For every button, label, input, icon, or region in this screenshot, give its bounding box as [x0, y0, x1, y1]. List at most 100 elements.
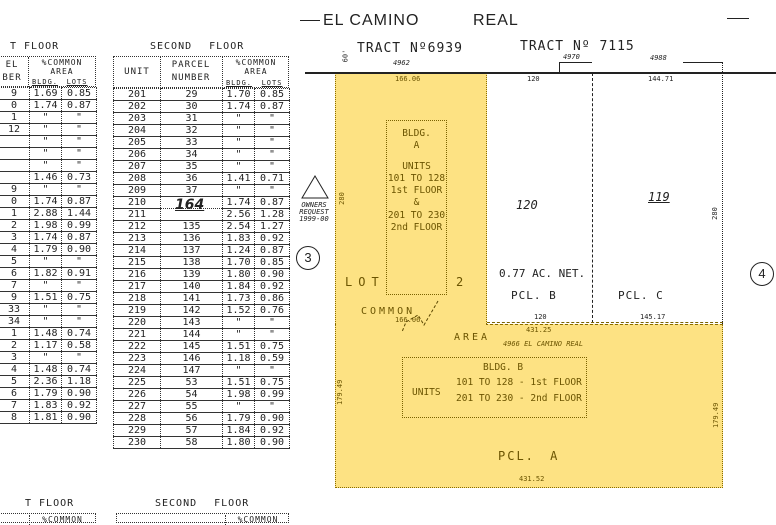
parcel-cell: 58 [160, 436, 223, 449]
bldg-pct-cell: 1.74 [222, 100, 255, 113]
parcel-cell: 6 [0, 267, 30, 280]
bldg-pct-cell: 1.51 [222, 376, 255, 389]
parcel-cell: 1 [0, 207, 30, 220]
parcel-cell: 137 [160, 244, 223, 257]
parcel-a-label[interactable]: PCL. A [498, 449, 560, 463]
bldg-pct-cell: 1.18 [222, 352, 255, 365]
parcel-cell: 33 [0, 303, 30, 316]
first-floor-header: EL BER %COMMON AREA BLDG. LOTS [0, 56, 96, 87]
road-name-right: REAL [473, 12, 519, 29]
bldg-pct-cell: 2.54 [222, 220, 255, 233]
bldg-pct-cell: " [29, 159, 62, 172]
parcel-cell: 7 [0, 279, 30, 292]
parcel-cell: 143 [160, 316, 223, 329]
lots-pct-cell: " [254, 112, 290, 125]
bldg-pct-cell: " [222, 160, 255, 173]
unit-cell: 226 [113, 388, 161, 401]
dim-top-lot: 166.06 [395, 75, 421, 83]
parcel-cell: 135 [160, 220, 223, 233]
lots-pct-cell: " [61, 183, 97, 196]
parcel-cell: 9 [0, 87, 30, 100]
bldg-pct-cell: 1.84 [222, 424, 255, 437]
parcel-cell: 4 [0, 243, 30, 256]
parcel-cell: 9 [0, 291, 30, 304]
lots-pct-cell: 0.87 [61, 231, 97, 244]
parcel-cell: 54 [160, 388, 223, 401]
address-4962: 4962 [393, 59, 410, 67]
area-label: AREA [454, 332, 491, 343]
bldg-pct-cell: 1.84 [222, 280, 255, 293]
unit-cell: 206 [113, 148, 161, 161]
parcel-cell: 141 [160, 292, 223, 305]
parcel-cell: 145 [160, 340, 223, 353]
bldg-header: BLDG. [31, 78, 59, 86]
lots-pct-cell: " [61, 315, 97, 328]
bottom-first-title: T FLOOR [25, 498, 75, 509]
parcel-c-label[interactable]: PCL. C [618, 289, 664, 302]
merged-parcel-number: 164 [175, 197, 205, 213]
parcel-cell: 0 [0, 99, 30, 112]
first-floor-title: T FLOOR [10, 41, 60, 52]
bldg-pct-cell: " [222, 316, 255, 329]
parcel-cell: 55 [160, 400, 223, 413]
parcel-cell: 5 [0, 375, 30, 388]
parcel-b-label[interactable]: PCL. B [511, 289, 557, 302]
lots-pct-cell: 0.90 [61, 387, 97, 400]
parcel-cell: 7 [0, 399, 30, 412]
lots-pct-cell: 0.71 [254, 172, 290, 185]
parcel-cell: 9 [0, 183, 30, 196]
map-reference-3[interactable]: 3 [296, 246, 320, 270]
parcel-cell: 53 [160, 376, 223, 389]
table-row: 12"" [0, 123, 97, 136]
lots-pct-cell: " [61, 135, 97, 148]
bldg-pct-cell: 1.79 [29, 243, 62, 256]
building-b-units: UNITS [412, 387, 441, 398]
map-reference-4[interactable]: 4 [750, 262, 774, 286]
bldg-pct-cell: 1.74 [29, 195, 62, 208]
lots-header: LOTS [66, 78, 88, 86]
parcel-a[interactable] [335, 324, 723, 488]
parcel-cell: 36 [160, 172, 223, 185]
table-row: 33"" [0, 303, 97, 316]
address-4966: 4966 EL CAMINO REAL [503, 340, 584, 348]
bldg-header: BLDG. [225, 79, 253, 87]
bldg-pct-cell: 1.74 [29, 231, 62, 244]
unit-header: UNIT [124, 67, 150, 77]
unit-cell: 222 [113, 340, 161, 353]
parcel-cell: 12 [0, 123, 30, 136]
dim-top-b: 120 [527, 75, 540, 83]
unit-cell: 221 [113, 328, 161, 341]
lots-pct-cell: " [61, 147, 97, 160]
lot-2-parcel[interactable] [335, 72, 487, 326]
parcel-cell: 5 [0, 255, 30, 268]
tract-right: TRACT Nº 7115 [520, 39, 635, 54]
parcel-cell: 31 [160, 112, 223, 125]
lots-pct-cell: 0.73 [61, 171, 97, 184]
lots-pct-cell: 0.58 [61, 339, 97, 352]
common-header: %COMMON [235, 58, 277, 67]
unit-cell: 220 [113, 316, 161, 329]
lots-pct-cell: 0.92 [254, 424, 290, 437]
table-row: "" [0, 159, 97, 172]
unit-cell: 212 [113, 220, 161, 233]
unit-cell: 214 [113, 244, 161, 257]
